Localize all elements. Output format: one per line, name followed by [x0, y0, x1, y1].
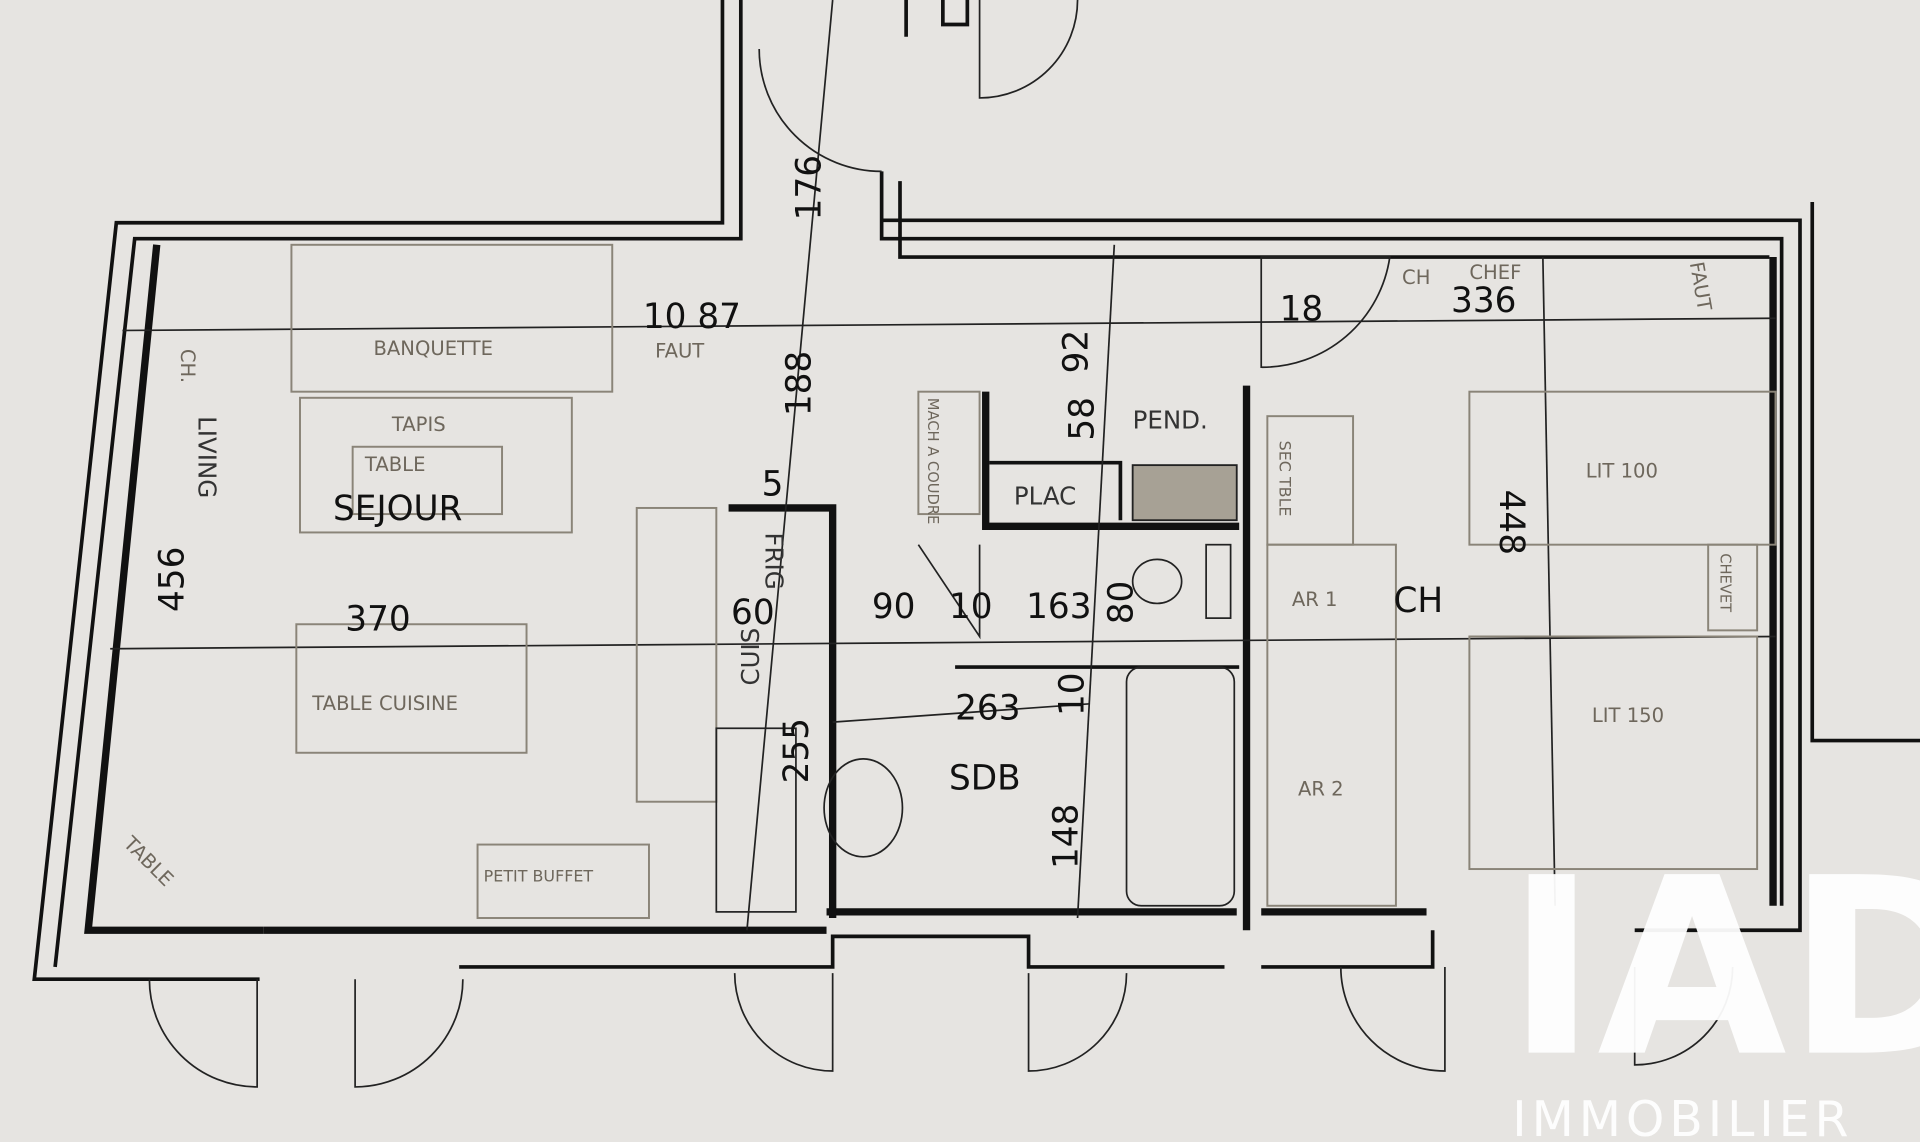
label-lit150: LIT 150: [1592, 704, 1664, 727]
dim-255: 255: [777, 718, 817, 783]
label-banquette: BANQUETTE: [373, 337, 493, 360]
iad-watermark: IAD IMMOBILIER: [1506, 826, 1920, 1142]
dim-10b: 10: [1053, 672, 1093, 716]
dimension-lines: [110, 0, 1776, 931]
room-sdb: SDB: [949, 758, 1021, 798]
dim-92: 92: [1056, 330, 1096, 374]
room-cuis: CUIS: [736, 628, 765, 686]
room-living: LIVING: [192, 416, 221, 498]
dim-10a: 10: [949, 587, 993, 627]
dim-163: 163: [1026, 587, 1091, 627]
label-ch-top: CH: [1402, 266, 1430, 289]
dim-448: 448: [1491, 490, 1531, 555]
label-ar2: AR 2: [1298, 778, 1344, 801]
dim-80: 80: [1102, 581, 1142, 625]
dim-58: 58: [1062, 397, 1102, 441]
walls: [32, 0, 1920, 982]
iad-logo: IAD: [1506, 826, 1920, 1111]
room-ch: CH: [1393, 581, 1443, 621]
dim-1087: 10 87: [643, 297, 741, 337]
label-tapis: TAPIS: [391, 413, 446, 436]
dim-188: 188: [780, 351, 820, 416]
dim-456: 456: [153, 547, 193, 612]
label-table-sejour: TABLE: [364, 453, 426, 476]
iad-tagline: IMMOBILIER: [1512, 1091, 1853, 1142]
label-faut: FAUT: [655, 339, 705, 362]
dim-60: 60: [731, 593, 775, 633]
dim-90: 90: [872, 587, 916, 627]
dimension-labels: 10 87 176 188 18 336 92 58 456 370 60 25…: [153, 155, 1531, 869]
furniture-sketches: [290, 243, 1777, 919]
room-labels: SEJOUR SDB CH LIVING PLAC PEND. FRIG CUI…: [192, 405, 1443, 798]
label-sec-table: SEC TBLE: [1276, 441, 1295, 517]
label-mach-coudre: MACH A COUDRE: [924, 398, 941, 524]
room-pend: PEND.: [1133, 405, 1208, 434]
room-sejour: SEJOUR: [333, 489, 462, 529]
dim-18: 18: [1280, 290, 1324, 330]
dim-5: 5: [762, 465, 784, 505]
label-ch-left: CH.: [176, 349, 199, 383]
dim-148: 148: [1047, 804, 1087, 869]
label-table-cuisine: TABLE CUISINE: [311, 692, 458, 715]
dim-370: 370: [345, 599, 410, 639]
label-chevet: CHEVET: [1716, 553, 1733, 613]
label-ar1: AR 1: [1292, 588, 1338, 611]
label-petit-buffet: PETIT BUFFET: [484, 866, 594, 885]
label-lit100: LIT 100: [1586, 459, 1658, 482]
room-plac: PLAC: [1014, 481, 1076, 510]
room-frig: FRIG: [759, 532, 788, 589]
dim-263: 263: [955, 689, 1020, 729]
dim-176: 176: [789, 155, 829, 220]
label-chef: CHEF: [1469, 261, 1521, 284]
dim-336: 336: [1451, 281, 1516, 321]
door-swings: [148, 0, 1734, 1088]
